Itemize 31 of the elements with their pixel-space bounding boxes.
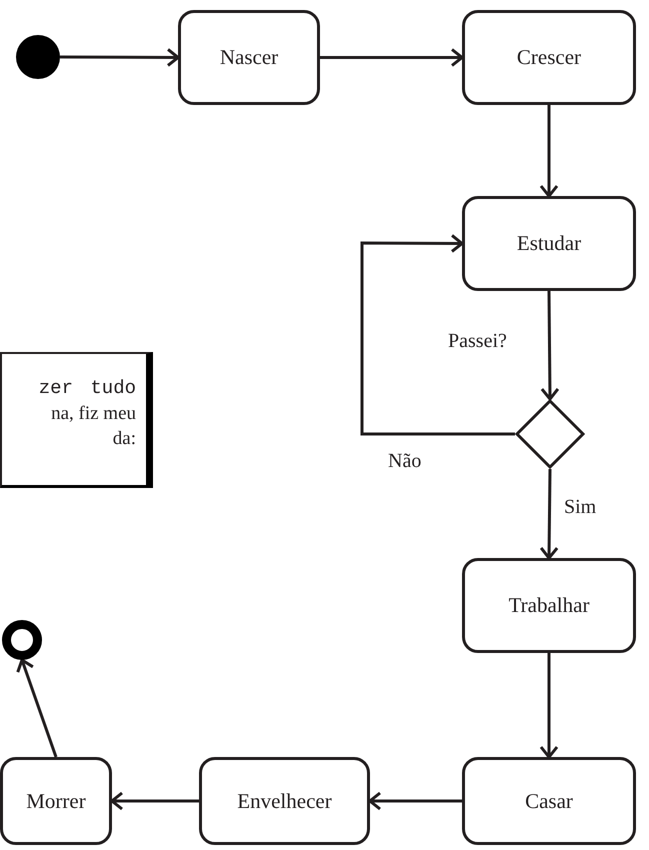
- state-box: [0, 757, 112, 845]
- arrow: [540, 653, 558, 758]
- arrow: [320, 48, 464, 67]
- note-box: [0, 352, 153, 488]
- state-box: [462, 10, 636, 105]
- state-label: Nascer: [220, 45, 278, 70]
- arrow: [540, 290, 560, 400]
- arrow: [110, 792, 199, 810]
- state-label: Morrer: [26, 788, 86, 814]
- state-box: [178, 10, 320, 105]
- state-label: Crescer: [516, 45, 582, 70]
- state-label: Casar: [525, 788, 573, 814]
- state-label: Estudar: [516, 231, 582, 256]
- note-text: zer tudo: [38, 376, 136, 401]
- state-box: [199, 757, 370, 845]
- arrow: [360, 234, 515, 436]
- state-box: [462, 196, 636, 291]
- note-text: na, fiz meu: [51, 402, 136, 426]
- state-box: [462, 757, 636, 845]
- decision-diamond: [515, 399, 585, 469]
- state-label: Envelhecer: [237, 788, 332, 814]
- arrow: [540, 105, 558, 198]
- note-text: da:: [112, 427, 136, 451]
- start-node: [16, 35, 60, 79]
- arrow: [60, 48, 180, 67]
- end-node: [2, 620, 42, 660]
- state-box: [462, 558, 636, 653]
- arrow: [368, 792, 462, 810]
- arrow: [540, 468, 559, 560]
- arrow: [16, 658, 58, 758]
- state-label: Trabalhar: [508, 593, 590, 618]
